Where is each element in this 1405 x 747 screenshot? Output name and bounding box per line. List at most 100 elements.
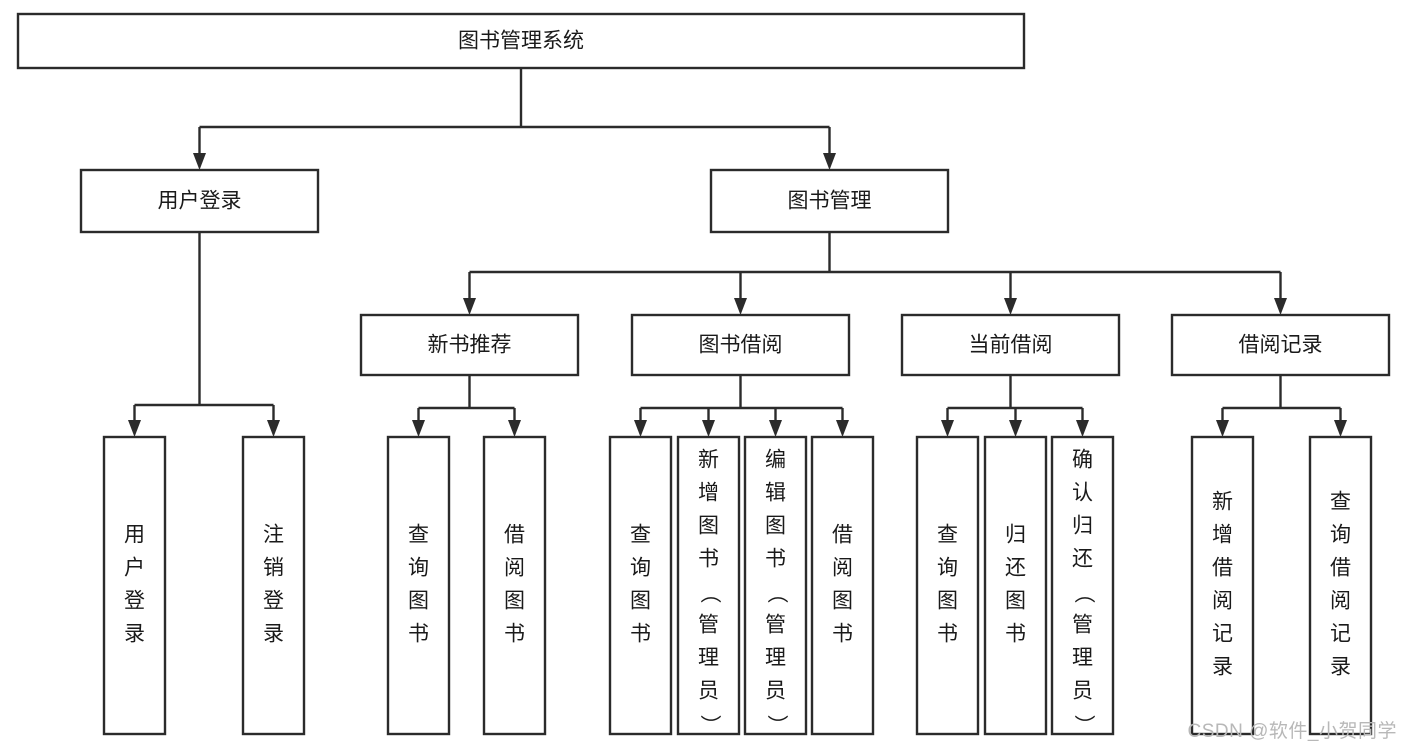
arrowhead-icon bbox=[702, 420, 715, 437]
node-label: 借阅记录 bbox=[1239, 334, 1323, 357]
node-box bbox=[1050, 435, 1115, 736]
node-label-char: 员 bbox=[1072, 680, 1093, 703]
node-label-char: 查 bbox=[1330, 491, 1351, 514]
node-label: 当前借阅 bbox=[969, 334, 1053, 357]
node-label-char: 书 bbox=[408, 623, 429, 646]
node-label-char: 借 bbox=[1212, 557, 1233, 580]
node-label-char: ） bbox=[698, 715, 721, 736]
node-box bbox=[16, 12, 1026, 70]
node-label-char: 增 bbox=[1212, 524, 1233, 547]
node-label-char: 用 bbox=[124, 524, 145, 547]
node-label-char: 书 bbox=[630, 623, 651, 646]
node-label-char: 归 bbox=[1005, 524, 1026, 547]
node-label-char: 借 bbox=[1330, 557, 1351, 580]
arrowhead-icon bbox=[941, 420, 954, 437]
node-label-char: （ bbox=[1072, 583, 1095, 604]
node-label-char: （ bbox=[765, 583, 788, 604]
node-label-char: 阅 bbox=[832, 557, 853, 580]
node-box bbox=[630, 313, 851, 377]
node-label-char: 图 bbox=[765, 515, 786, 538]
node-label-char: 询 bbox=[937, 557, 958, 580]
node-box bbox=[482, 435, 547, 736]
node-root[interactable]: 图书管理系统 bbox=[16, 12, 1026, 70]
node-label-char: 查 bbox=[630, 524, 651, 547]
node-label: 图书管理系统 bbox=[458, 30, 584, 53]
node-box bbox=[810, 435, 875, 736]
node-label-char: 询 bbox=[408, 557, 429, 580]
node-label: 新书推荐 bbox=[428, 334, 512, 357]
node-book-borrow[interactable]: 图书借阅 bbox=[630, 313, 851, 377]
node-label-char: 辑 bbox=[765, 482, 786, 505]
node-borrow-record[interactable]: 借阅记录 bbox=[1170, 313, 1391, 377]
arrowhead-icon bbox=[412, 420, 425, 437]
node-leaf-user-login[interactable]: 用户登录 bbox=[102, 435, 167, 736]
arrowhead-icon bbox=[836, 420, 849, 437]
node-label: 图书管理 bbox=[788, 190, 872, 213]
node-label-char: 图 bbox=[408, 590, 429, 613]
node-label-char: 理 bbox=[765, 647, 786, 670]
node-label-char: 管 bbox=[698, 614, 719, 637]
node-box bbox=[386, 435, 451, 736]
node-label-char: 借 bbox=[832, 524, 853, 547]
node-label-char: （ bbox=[698, 583, 721, 604]
node-label-char: 书 bbox=[832, 623, 853, 646]
arrowhead-icon bbox=[634, 420, 647, 437]
node-label-char: ） bbox=[1072, 715, 1095, 736]
node-book-management[interactable]: 图书管理 bbox=[709, 168, 950, 234]
node-label-char: 户 bbox=[124, 557, 145, 580]
node-box bbox=[241, 435, 306, 736]
node-new-book-recommend[interactable]: 新书推荐 bbox=[359, 313, 580, 377]
nodes-layer: 图书管理系统用户登录图书管理新书推荐图书借阅当前借阅借阅记录用户登录注销登录查询… bbox=[16, 12, 1391, 736]
node-label-char: 记 bbox=[1212, 623, 1233, 646]
node-label-char: 理 bbox=[1072, 647, 1093, 670]
node-label-char: 还 bbox=[1005, 557, 1026, 580]
node-label-char: 理 bbox=[698, 647, 719, 670]
node-label-char: 借 bbox=[504, 524, 525, 547]
node-label-char: 新 bbox=[698, 449, 719, 472]
node-user-login[interactable]: 用户登录 bbox=[79, 168, 320, 234]
arrowhead-icon bbox=[128, 420, 141, 437]
node-box bbox=[900, 313, 1121, 377]
node-current-borrow[interactable]: 当前借阅 bbox=[900, 313, 1121, 377]
node-label-char: 注 bbox=[263, 524, 284, 547]
node-label-char: 认 bbox=[1072, 482, 1093, 505]
csdn-watermark: CSDN @软件_小贺同学 bbox=[1187, 721, 1397, 742]
node-label-char: 图 bbox=[937, 590, 958, 613]
node-label-char: 录 bbox=[263, 623, 284, 646]
arrowhead-icon bbox=[823, 153, 836, 170]
arrowhead-icon bbox=[1076, 420, 1089, 437]
node-label-char: 销 bbox=[263, 557, 284, 580]
arrowhead-icon bbox=[1216, 420, 1229, 437]
node-label-char: 阅 bbox=[1212, 590, 1233, 613]
node-label-char: 图 bbox=[630, 590, 651, 613]
arrowhead-icon bbox=[193, 153, 206, 170]
node-label-char: 书 bbox=[698, 548, 719, 571]
arrowhead-icon bbox=[1334, 420, 1347, 437]
node-label-char: 录 bbox=[124, 623, 145, 646]
node-label-char: 新 bbox=[1212, 491, 1233, 514]
node-label-char: 归 bbox=[1072, 515, 1093, 538]
node-label-char: 询 bbox=[630, 557, 651, 580]
node-box bbox=[983, 435, 1048, 736]
node-label-char: 阅 bbox=[1330, 590, 1351, 613]
node-label: 图书借阅 bbox=[699, 334, 783, 357]
arrowhead-icon bbox=[508, 420, 521, 437]
node-label-char: 书 bbox=[1005, 623, 1026, 646]
node-label-char: 询 bbox=[1330, 524, 1351, 547]
node-label-char: 记 bbox=[1330, 623, 1351, 646]
node-label-char: 查 bbox=[937, 524, 958, 547]
arrowhead-icon bbox=[734, 298, 747, 315]
